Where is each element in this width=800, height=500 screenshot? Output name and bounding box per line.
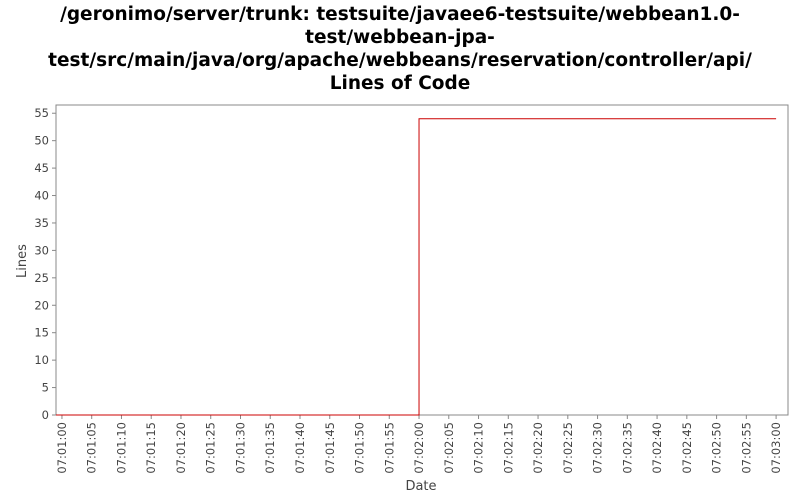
- series-line: [56, 118, 777, 416]
- x-tick-label: 07:02:55: [739, 422, 753, 474]
- x-tick-label: 07:03:00: [769, 422, 783, 474]
- x-tick-label: 07:01:15: [144, 422, 158, 474]
- y-tick-label: 20: [34, 298, 49, 312]
- x-tick-label: 07:01:25: [204, 422, 218, 474]
- series-layer: [56, 118, 777, 416]
- x-tick-label: 07:01:00: [55, 422, 69, 474]
- plot-area: [55, 104, 789, 416]
- y-tick-label: 45: [34, 161, 49, 175]
- x-tick-label: 07:02:40: [650, 422, 664, 474]
- x-tick-label: 07:02:50: [710, 422, 724, 474]
- x-tick-label: 07:02:15: [501, 422, 515, 474]
- chart-title-line-4: Lines of Code: [329, 73, 471, 94]
- x-tick-label: 07:01:35: [263, 422, 277, 474]
- y-axis-label: Lines: [15, 244, 30, 278]
- y-tick-label: 50: [34, 134, 49, 148]
- x-tick-label: 07:01:40: [293, 422, 307, 474]
- x-tick-label: 07:01:20: [174, 422, 188, 474]
- y-tick-label: 25: [34, 271, 49, 285]
- y-tick-label: 15: [34, 326, 49, 340]
- x-tick-label: 07:02:30: [591, 422, 605, 474]
- y-tick-label: 55: [34, 106, 49, 120]
- x-tick-label: 07:01:55: [382, 422, 396, 474]
- x-tick-label: 07:02:20: [531, 422, 545, 474]
- chart-title-line-2: test/webbean-jpa-: [305, 27, 495, 48]
- x-tick-label: 07:01:50: [353, 422, 367, 474]
- x-tick-label: 07:02:05: [442, 422, 456, 474]
- x-tick-label: 07:02:35: [620, 422, 634, 474]
- x-tick-label: 07:01:10: [114, 422, 128, 474]
- x-tick-label: 07:01:45: [323, 422, 337, 474]
- y-tick-label: 5: [42, 381, 49, 395]
- x-axis: 07:01:00 07:01:05 07:01:10 07:01:15 07:01:20…: [55, 415, 783, 474]
- y-tick-label: 35: [34, 216, 49, 230]
- chart-title-line-3: test/src/main/java/org/apache/webbeans/r…: [48, 50, 752, 71]
- y-axis: 0 5 10 15 20 25 30 35 40 45 50 55: [34, 106, 56, 422]
- chart-title-line-1: /geronimo/server/trunk: testsuite/javaee…: [60, 4, 740, 25]
- x-tick-label: 07:02:00: [412, 422, 426, 474]
- y-tick-label: 30: [34, 243, 49, 257]
- y-tick-label: 40: [34, 189, 49, 203]
- y-tick-label: 0: [42, 408, 49, 422]
- y-tick-label: 10: [34, 353, 49, 367]
- chart-title: /geronimo/server/trunk: testsuite/javaee…: [0, 3, 800, 95]
- x-axis-label: Date: [405, 479, 436, 494]
- x-tick-label: 07:01:30: [233, 422, 247, 474]
- x-tick-label: 07:01:05: [85, 422, 99, 474]
- x-tick-label: 07:02:25: [561, 422, 575, 474]
- x-tick-label: 07:02:10: [472, 422, 486, 474]
- x-tick-label: 07:02:45: [680, 422, 694, 474]
